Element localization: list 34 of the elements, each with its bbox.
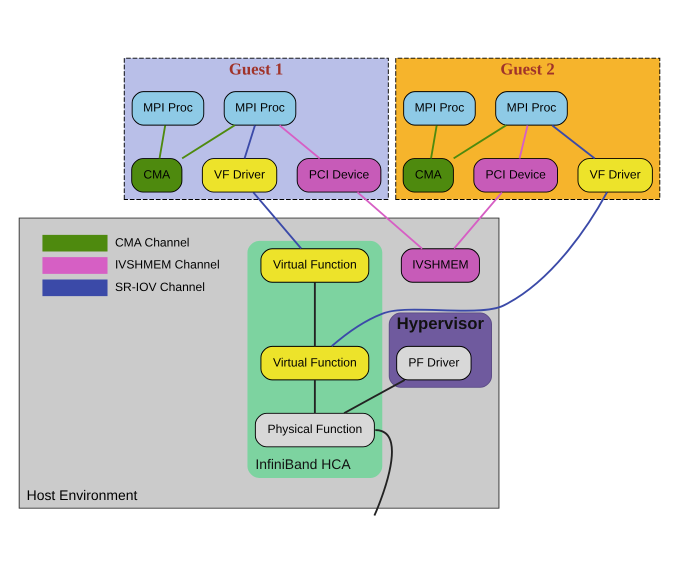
- node-box: PF Driver: [396, 346, 472, 380]
- legend-label: IVSHMEM Channel: [114, 258, 220, 272]
- node-box: VF Driver: [202, 158, 278, 192]
- connector: [314, 282, 316, 346]
- connector: [453, 124, 507, 160]
- node-box: MPI Proc: [132, 91, 204, 126]
- connector: [453, 192, 503, 250]
- node-box: PCI Device: [296, 158, 382, 192]
- node-box: Virtual Function: [260, 248, 370, 283]
- node-box: Virtual Function: [260, 346, 370, 380]
- node-box: MPI Proc: [224, 91, 296, 126]
- legend-label: CMA Channel: [114, 235, 190, 250]
- connector: [374, 429, 393, 516]
- node-box: IVSHMEM: [400, 248, 480, 283]
- connector: [552, 124, 596, 160]
- node-box: CMA: [402, 158, 454, 192]
- connector: [331, 192, 608, 347]
- node-box: MPI Proc: [403, 91, 476, 126]
- connector: [356, 192, 423, 250]
- connector: [430, 125, 438, 159]
- node-box: Physical Function: [254, 412, 375, 448]
- legend-label: SR-IOV Channel: [114, 280, 205, 294]
- connector: [344, 379, 406, 414]
- connector: [314, 380, 316, 414]
- connector: [278, 124, 320, 160]
- connector: [158, 125, 166, 159]
- node-box: PCI Device: [473, 158, 558, 192]
- node-box: MPI Proc: [495, 91, 568, 126]
- node-box: VF Driver: [578, 158, 653, 192]
- connector: [518, 125, 528, 159]
- node-box: CMA: [131, 158, 182, 192]
- connector: [182, 124, 236, 160]
- connector: [244, 125, 256, 159]
- connector: [252, 192, 302, 250]
